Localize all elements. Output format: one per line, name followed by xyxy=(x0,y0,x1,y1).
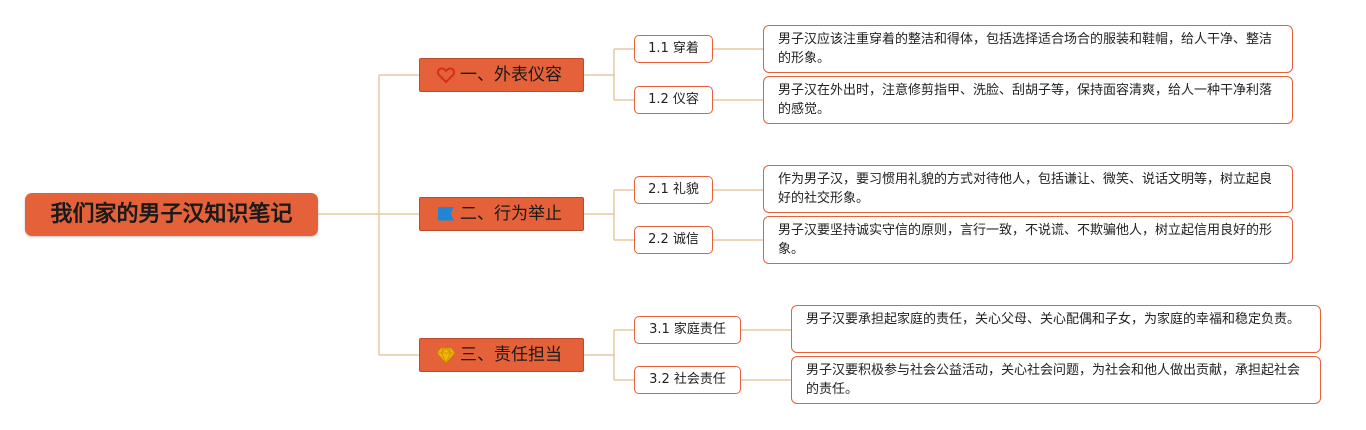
main-topic-behavior[interactable]: 二、行为举止 xyxy=(419,197,584,231)
subtopic-courtesy[interactable]: 2.1 礼貌 xyxy=(634,176,713,204)
main-topic-label: 三、责任担当 xyxy=(460,345,562,365)
note-social-responsibility[interactable]: 男子汉要积极参与社会公益活动，关心社会问题，为社会和他人做出贡献，承担起社会的责… xyxy=(791,356,1321,404)
subtopic-family-responsibility[interactable]: 3.1 家庭责任 xyxy=(634,316,741,344)
root-topic[interactable]: 我们家的男子汉知识笔记 xyxy=(25,193,318,236)
subtopic-integrity[interactable]: 2.2 诚信 xyxy=(634,226,713,254)
subtopic-social-responsibility[interactable]: 3.2 社会责任 xyxy=(634,366,741,394)
note-grooming[interactable]: 男子汉在外出时，注意修剪指甲、洗脸、刮胡子等，保持面容清爽，给人一种干净利落的感… xyxy=(763,76,1293,124)
main-topic-label: 二、行为举止 xyxy=(460,204,562,224)
flag-icon xyxy=(436,204,456,224)
note-courtesy[interactable]: 作为男子汉，要习惯用礼貌的方式对待他人，包括谦让、微笑、说话文明等，树立起良好的… xyxy=(763,165,1293,213)
main-topic-label: 一、外表仪容 xyxy=(460,65,562,85)
note-clothing[interactable]: 男子汉应该注重穿着的整洁和得体，包括选择适合场合的服装和鞋帽，给人干净、整洁的形… xyxy=(763,25,1293,73)
subtopic-grooming[interactable]: 1.2 仪容 xyxy=(634,86,713,114)
note-family-responsibility[interactable]: 男子汉要承担起家庭的责任，关心父母、关心配偶和子女，为家庭的幸福和稳定负责。 xyxy=(791,305,1321,353)
heart-icon xyxy=(436,65,456,85)
diamond-icon xyxy=(436,345,456,365)
subtopic-clothing[interactable]: 1.1 穿着 xyxy=(634,35,713,63)
main-topic-responsibility[interactable]: 三、责任担当 xyxy=(419,338,584,372)
main-topic-appearance[interactable]: 一、外表仪容 xyxy=(419,58,584,92)
note-integrity[interactable]: 男子汉要坚持诚实守信的原则，言行一致，不说谎、不欺骗他人，树立起信用良好的形象。 xyxy=(763,216,1293,264)
